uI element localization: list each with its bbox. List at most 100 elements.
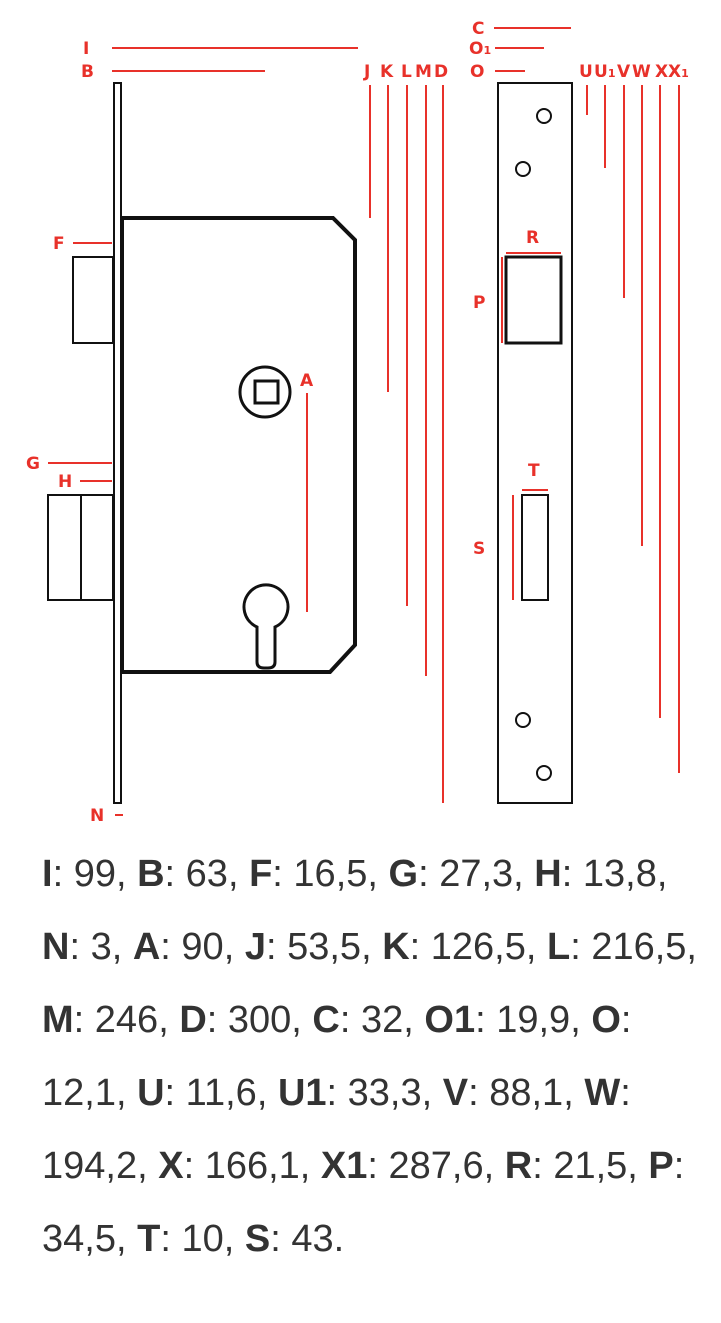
label-g: G [26,454,40,474]
spec-item: L: 216,5, [546,926,697,968]
spec-key: O1 [424,999,476,1041]
screw-hole [515,712,531,728]
strike-plate-outline [497,82,573,804]
faceplate [113,82,122,804]
spec-key: D [179,999,207,1041]
cylinder-keyhole [242,583,290,670]
spec-value: 16,5 [293,853,368,895]
lock-side-view [47,82,357,804]
label-u1: U1 [594,62,615,82]
spec-key: F [249,853,273,895]
spec-item: M: 246, [42,999,180,1041]
spec-value: 3 [90,926,112,968]
spec-key: N [42,926,70,968]
spec-item: U: 11,6, [137,1072,278,1114]
spec-value: 12,1 [42,1072,116,1114]
spec-value: 194,2 [42,1145,138,1187]
spec-item: A: 90, [132,926,245,968]
latch-opening [504,255,563,345]
spec-item: H: 13,8, [534,853,668,895]
spec-key: M [42,999,74,1041]
spec-item: R: 21,5, [504,1145,649,1187]
spec-item: O1: 19,9, [424,999,592,1041]
bolt-opening [521,494,549,601]
spec-value: 88,1 [489,1072,564,1114]
spec-key: G [388,853,419,895]
spec-key: J [244,926,266,968]
spec-item: W: 194,2, [42,1072,631,1187]
spec-key: A [132,926,161,968]
spec-item: T: 10, [137,1218,245,1260]
label-t: T [528,461,540,481]
spec-item: N: 3, [42,926,133,968]
spec-key: O [591,999,621,1041]
label-b: B [81,62,94,82]
spec-key: I [42,853,53,895]
spec-value: 33,3 [347,1072,422,1114]
spec-value: 126,5 [430,926,526,968]
label-r: R [526,228,539,248]
label-j: J [363,62,370,82]
spec-value: 216,5 [591,926,687,968]
spec-value: 246 [94,999,159,1041]
spec-value: 32 [361,999,404,1041]
dimension-lines [48,27,680,816]
spec-value: 19,9 [496,999,571,1041]
label-m: M [415,62,432,82]
spec-value: 166,1 [204,1145,300,1187]
spec-item: O: 12,1, [42,999,632,1114]
label-l: L [401,62,412,82]
spec-value: 11,6 [185,1072,257,1114]
mortise-lock-diagram: I B F G H N A J K L M D C O1 O R P T S U… [26,19,689,826]
spec-item: G: 27,3, [388,853,535,895]
spec-item: B: 63, [137,853,250,895]
spec-key: K [382,926,410,968]
screw-hole [536,765,552,781]
label-s: S [473,539,485,559]
spec-key: V [442,1072,469,1114]
spec-item: U1: 33,3, [277,1072,443,1114]
lock-case [120,216,357,674]
spec-value: 27,3 [439,853,514,895]
spec-item: X1: 287,6, [320,1145,505,1187]
spec-item: S: 43. [244,1218,345,1260]
spec-key: U1 [277,1072,327,1114]
screw-hole [515,161,531,177]
spec-key: C [312,999,340,1041]
spec-item: C: 32, [312,999,425,1041]
screw-hole [536,108,552,124]
spec-value: 21,5 [553,1145,628,1187]
spec-value: 10 [181,1218,224,1260]
spec-key: S [244,1218,271,1260]
spec-key: X [158,1145,184,1187]
spec-value: 53,5 [287,926,362,968]
spec-item: I: 99, [42,853,138,895]
label-o: O [470,62,484,82]
spec-value: 300 [227,999,292,1041]
label-a: A [300,371,314,391]
spindle-square [253,379,280,405]
spec-value: 90 [181,926,224,968]
spec-key: P [648,1145,674,1187]
spindle-hub [238,365,292,419]
spec-value: 287,6 [388,1145,484,1187]
spec-key: W [584,1072,621,1114]
spec-value: 63 [185,853,228,895]
spec-item: K: 126,5, [382,926,547,968]
strike-plate [497,82,573,804]
spec-key: B [137,853,165,895]
label-x1: X1 [668,62,689,82]
spec-key: R [504,1145,533,1187]
spec-key: X1 [320,1145,368,1187]
spec-key: H [534,853,562,895]
label-o1: O1 [469,39,491,59]
label-p: P [473,293,485,313]
label-w: W [632,62,651,82]
label-u: U [579,62,593,82]
spec-value: 43 [291,1218,334,1260]
spec-item: P: 34,5, [42,1145,685,1260]
label-n: N [90,806,104,826]
label-d: D [434,62,448,82]
dimension-specs: I: 99, B: 63, F: 16,5, G: 27,3, H: 13,8,… [42,838,707,1276]
label-f: F [53,234,65,254]
